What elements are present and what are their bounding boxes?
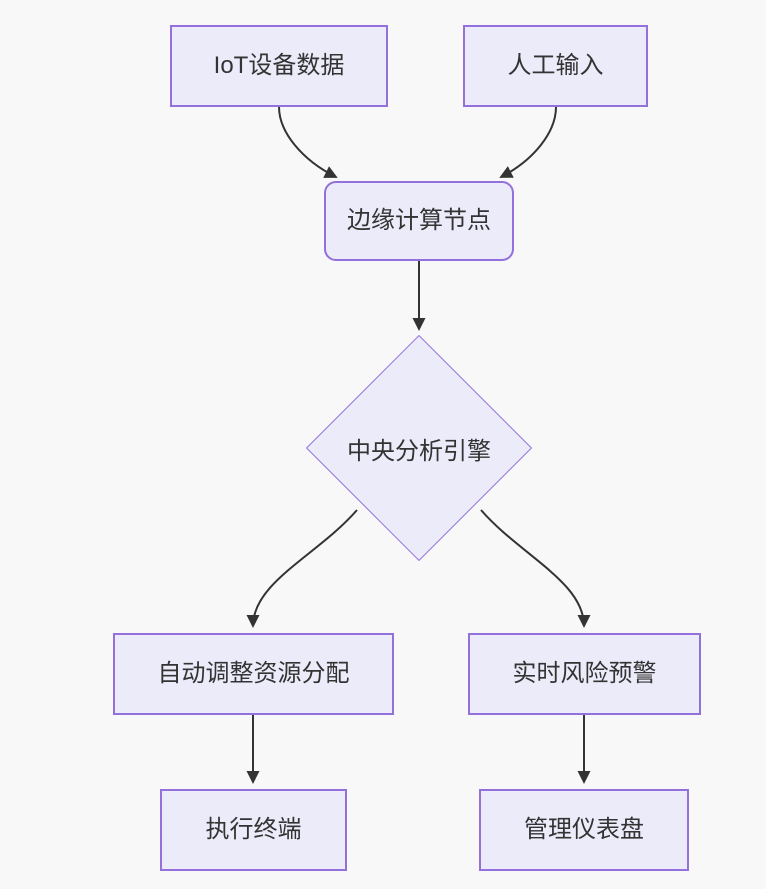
edge-engine-to-resource: [246, 509, 358, 628]
node-manual-input: 人工输入: [463, 25, 648, 107]
node-label: 边缘计算节点: [347, 206, 491, 234]
node-iot-device-data: IoT设备数据: [170, 25, 388, 107]
node-central-engine: 中央分析引擎: [319, 430, 519, 466]
node-auto-resource-allocation: 自动调整资源分配: [113, 633, 394, 715]
node-label: 自动调整资源分配: [157, 659, 350, 687]
node-management-dashboard: 管理仪表盘: [479, 789, 689, 871]
node-realtime-risk-alert: 实时风险预警: [468, 633, 701, 715]
node-label: 执行终端: [205, 815, 302, 843]
node-label: IoT设备数据: [213, 51, 345, 79]
node-label: 管理仪表盘: [524, 815, 644, 843]
edge-engine-to-risk: [480, 509, 591, 628]
node-label: 中央分析引擎: [347, 437, 491, 465]
node-label: 人工输入: [507, 51, 604, 79]
node-edge-compute: 边缘计算节点: [324, 181, 514, 261]
edge-manual-to-edge-node: [499, 106, 557, 178]
edge-iot-to-edge-node: [278, 106, 338, 178]
node-label: 实时风险预警: [512, 659, 657, 687]
node-exec-terminal: 执行终端: [160, 789, 347, 871]
